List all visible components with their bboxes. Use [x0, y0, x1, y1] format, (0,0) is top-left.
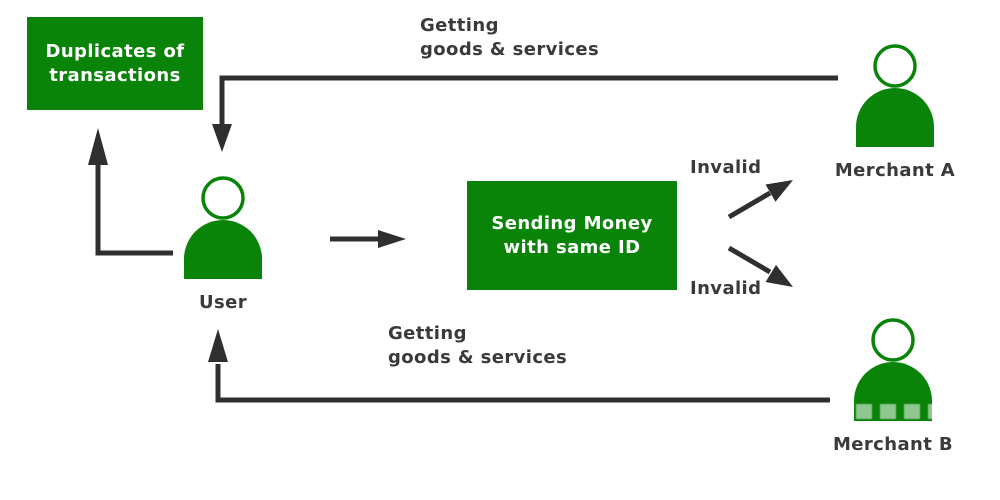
sending-money-same-id-box: Sending Money with same ID: [467, 181, 677, 290]
person-icon: [856, 44, 934, 147]
getting-goods-services-label-bottom: Getting goods & services: [388, 323, 568, 368]
merchant-a-label: Merchant A: [834, 160, 956, 181]
user-label: User: [198, 292, 247, 313]
actor-user: User: [143, 176, 303, 313]
duplicates-of-transactions-box: Duplicates of transactions: [27, 17, 203, 110]
actor-merchant-b: Merchant B: [813, 318, 973, 455]
person-icon: [184, 176, 262, 279]
merchant-b-label: Merchant B: [832, 434, 954, 455]
actor-merchant-a: Merchant A: [815, 44, 975, 181]
watermark: [832, 404, 940, 419]
invalid-label-top: Invalid: [690, 157, 762, 178]
arrow-sending-to-merchant-a: [727, 180, 793, 220]
getting-goods-services-label-top: Getting goods & services: [420, 15, 600, 60]
invalid-label-bottom: Invalid: [690, 278, 762, 299]
arrow-user-to-sending: [330, 230, 406, 248]
arrow-merchant-a-to-user: [212, 75, 838, 152]
